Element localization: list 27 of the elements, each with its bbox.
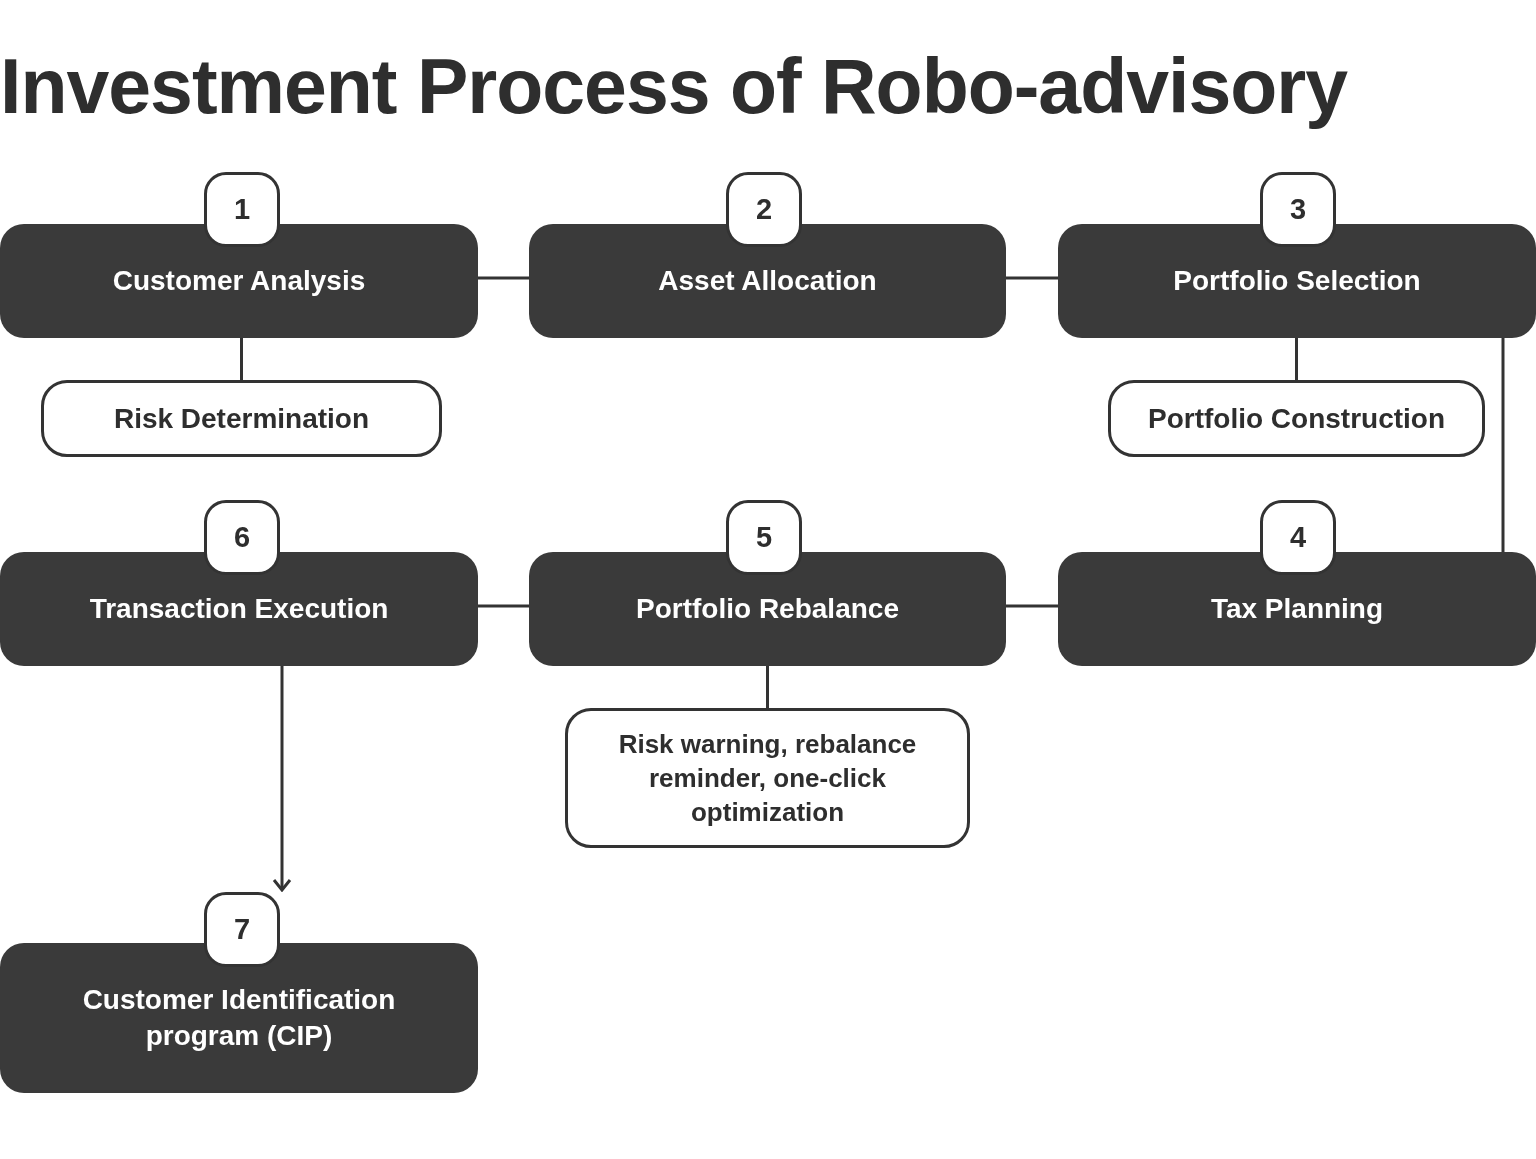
process-box: Tax Planning (1058, 552, 1536, 666)
step-number-badge: 1 (204, 172, 280, 247)
connector-line (766, 666, 769, 708)
step-number-badge: 2 (726, 172, 802, 247)
detail-box: Portfolio Construction (1108, 380, 1485, 457)
detail-box: Risk Determination (41, 380, 442, 457)
arrow (272, 666, 292, 892)
connector-line (240, 338, 243, 380)
step-number-badge: 7 (204, 892, 280, 967)
process-box: Portfolio Selection (1058, 224, 1536, 338)
connector-line (1295, 338, 1298, 380)
step-number-badge: 4 (1260, 500, 1336, 575)
step-number-badge: 5 (726, 500, 802, 575)
connector-line (1006, 604, 1058, 608)
connector-line (1006, 276, 1058, 280)
process-box: Transaction Execution (0, 552, 478, 666)
process-box: Asset Allocation (529, 224, 1006, 338)
process-box: Portfolio Rebalance (529, 552, 1006, 666)
connector-line (1501, 338, 1505, 552)
diagram-title: Investment Process of Robo-advisory (0, 42, 1348, 131)
connector-line (478, 604, 529, 608)
step-number-badge: 6 (204, 500, 280, 575)
process-box: Customer Analysis (0, 224, 478, 338)
process-box: Customer Identification program (CIP) (0, 943, 478, 1093)
step-number-badge: 3 (1260, 172, 1336, 247)
detail-box: Risk warning, rebalance reminder, one-click optimization (565, 708, 970, 848)
connector-line (478, 276, 529, 280)
